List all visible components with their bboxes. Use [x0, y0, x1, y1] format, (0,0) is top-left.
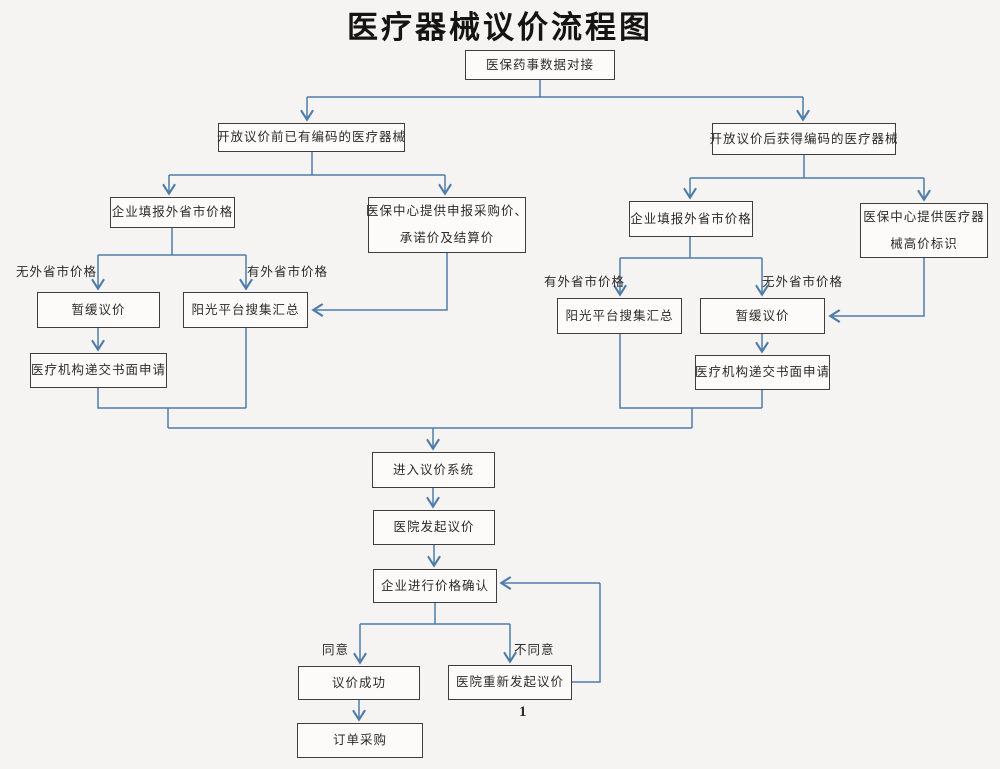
node-label: 订单采购: [332, 733, 387, 748]
node-label: 医保药事数据对接: [485, 57, 594, 72]
edge-left-fork: [169, 151, 445, 176]
page-title: 医疗器械议价流程图: [347, 10, 653, 45]
node-label: 医院重新发起议价: [455, 675, 564, 690]
node-label-line1: 医保中心提供医疗器: [863, 209, 985, 224]
node-label: 进入议价系统: [392, 462, 474, 477]
edge-label-no-external-price-left: 无外省市价格: [16, 265, 98, 279]
node-open-after-coded: 开放议价后获得编码的医疗器械: [709, 123, 899, 155]
node-enter-negotiation-system: 进入议价系统: [372, 452, 495, 488]
node-written-application-right: 医疗机构递交书面申请: [695, 355, 830, 390]
edge-top-fork: [307, 80, 803, 98]
edge-left-merge: [97, 328, 247, 428]
edge-feedback-up: [572, 583, 601, 683]
node-label: 阳光平台搜集汇总: [191, 302, 300, 317]
arrow-insurance-to-pause-right: [831, 258, 925, 316]
edge-label-disagree: 不同意: [514, 643, 555, 657]
edge-label-has-external-price-left: 有外省市价格: [247, 265, 329, 279]
node-label: 企业进行价格确认: [380, 578, 489, 593]
node-label: 议价成功: [331, 675, 386, 690]
node-insurance-provide-right: 医保中心提供医疗器 械高价标识: [860, 203, 988, 258]
node-order-purchase: 订单采购: [297, 723, 423, 758]
edge-right-fork: [690, 155, 924, 179]
node-company-report-left: 企业填报外省市价格: [110, 197, 235, 228]
node-label: 医疗机构递交书面申请: [31, 363, 167, 378]
arrow-insurance-to-sunshine-left: [314, 253, 448, 310]
node-label-line2: 械高价标识: [890, 236, 958, 251]
page-number: 1: [519, 704, 527, 720]
node-company-price-confirm: 企业进行价格确认: [373, 569, 497, 603]
node-negotiation-success: 议价成功: [298, 666, 420, 700]
edge-left-subfork: [98, 228, 246, 256]
node-label: 开放议价前已有编码的医疗器械: [217, 130, 407, 145]
node-hospital-initiate: 医院发起议价: [373, 510, 495, 545]
node-pause-negotiation-left: 暂缓议价: [37, 292, 160, 328]
edge-right-merge: [619, 334, 763, 428]
edge-label-no-external-price-right: 无外省市价格: [762, 275, 844, 289]
node-label: 企业填报外省市价格: [111, 205, 234, 220]
node-sunshine-platform-right: 阳光平台搜集汇总: [557, 298, 682, 334]
edge-label-agree: 同意: [322, 643, 350, 657]
node-written-application-left: 医疗机构递交书面申请: [30, 353, 167, 388]
node-label-line1: 医保中心提供申报采购价、: [366, 204, 529, 219]
edge-right-subfork: [620, 237, 762, 259]
edge-bottom-fork: [360, 603, 510, 625]
node-label: 企业填报外省市价格: [630, 211, 752, 226]
edge-label-has-external-price-right: 有外省市价格: [544, 275, 626, 289]
node-hospital-reinitiate: 医院重新发起议价: [448, 665, 572, 700]
node-label: 医院发起议价: [393, 520, 475, 535]
node-label: 阳光平台搜集汇总: [565, 308, 674, 323]
node-pause-negotiation-right: 暂缓议价: [700, 298, 825, 334]
node-label: 开放议价后获得编码的医疗器械: [709, 131, 899, 146]
node-company-report-right: 企业填报外省市价格: [629, 201, 753, 237]
node-open-before-coded: 开放议价前已有编码的医疗器械: [217, 123, 407, 152]
node-sunshine-platform-left: 阳光平台搜集汇总: [183, 292, 308, 328]
node-label: 医疗机构递交书面申请: [695, 365, 831, 380]
node-label-line2: 承诺价及结算价: [399, 231, 495, 245]
node-medical-data-connect: 医保药事数据对接: [465, 50, 615, 80]
node-insurance-provide-left: 医保中心提供申报采购价、 承诺价及结算价: [366, 197, 529, 253]
node-label: 暂缓议价: [735, 308, 790, 323]
node-label: 暂缓议价: [71, 302, 126, 317]
